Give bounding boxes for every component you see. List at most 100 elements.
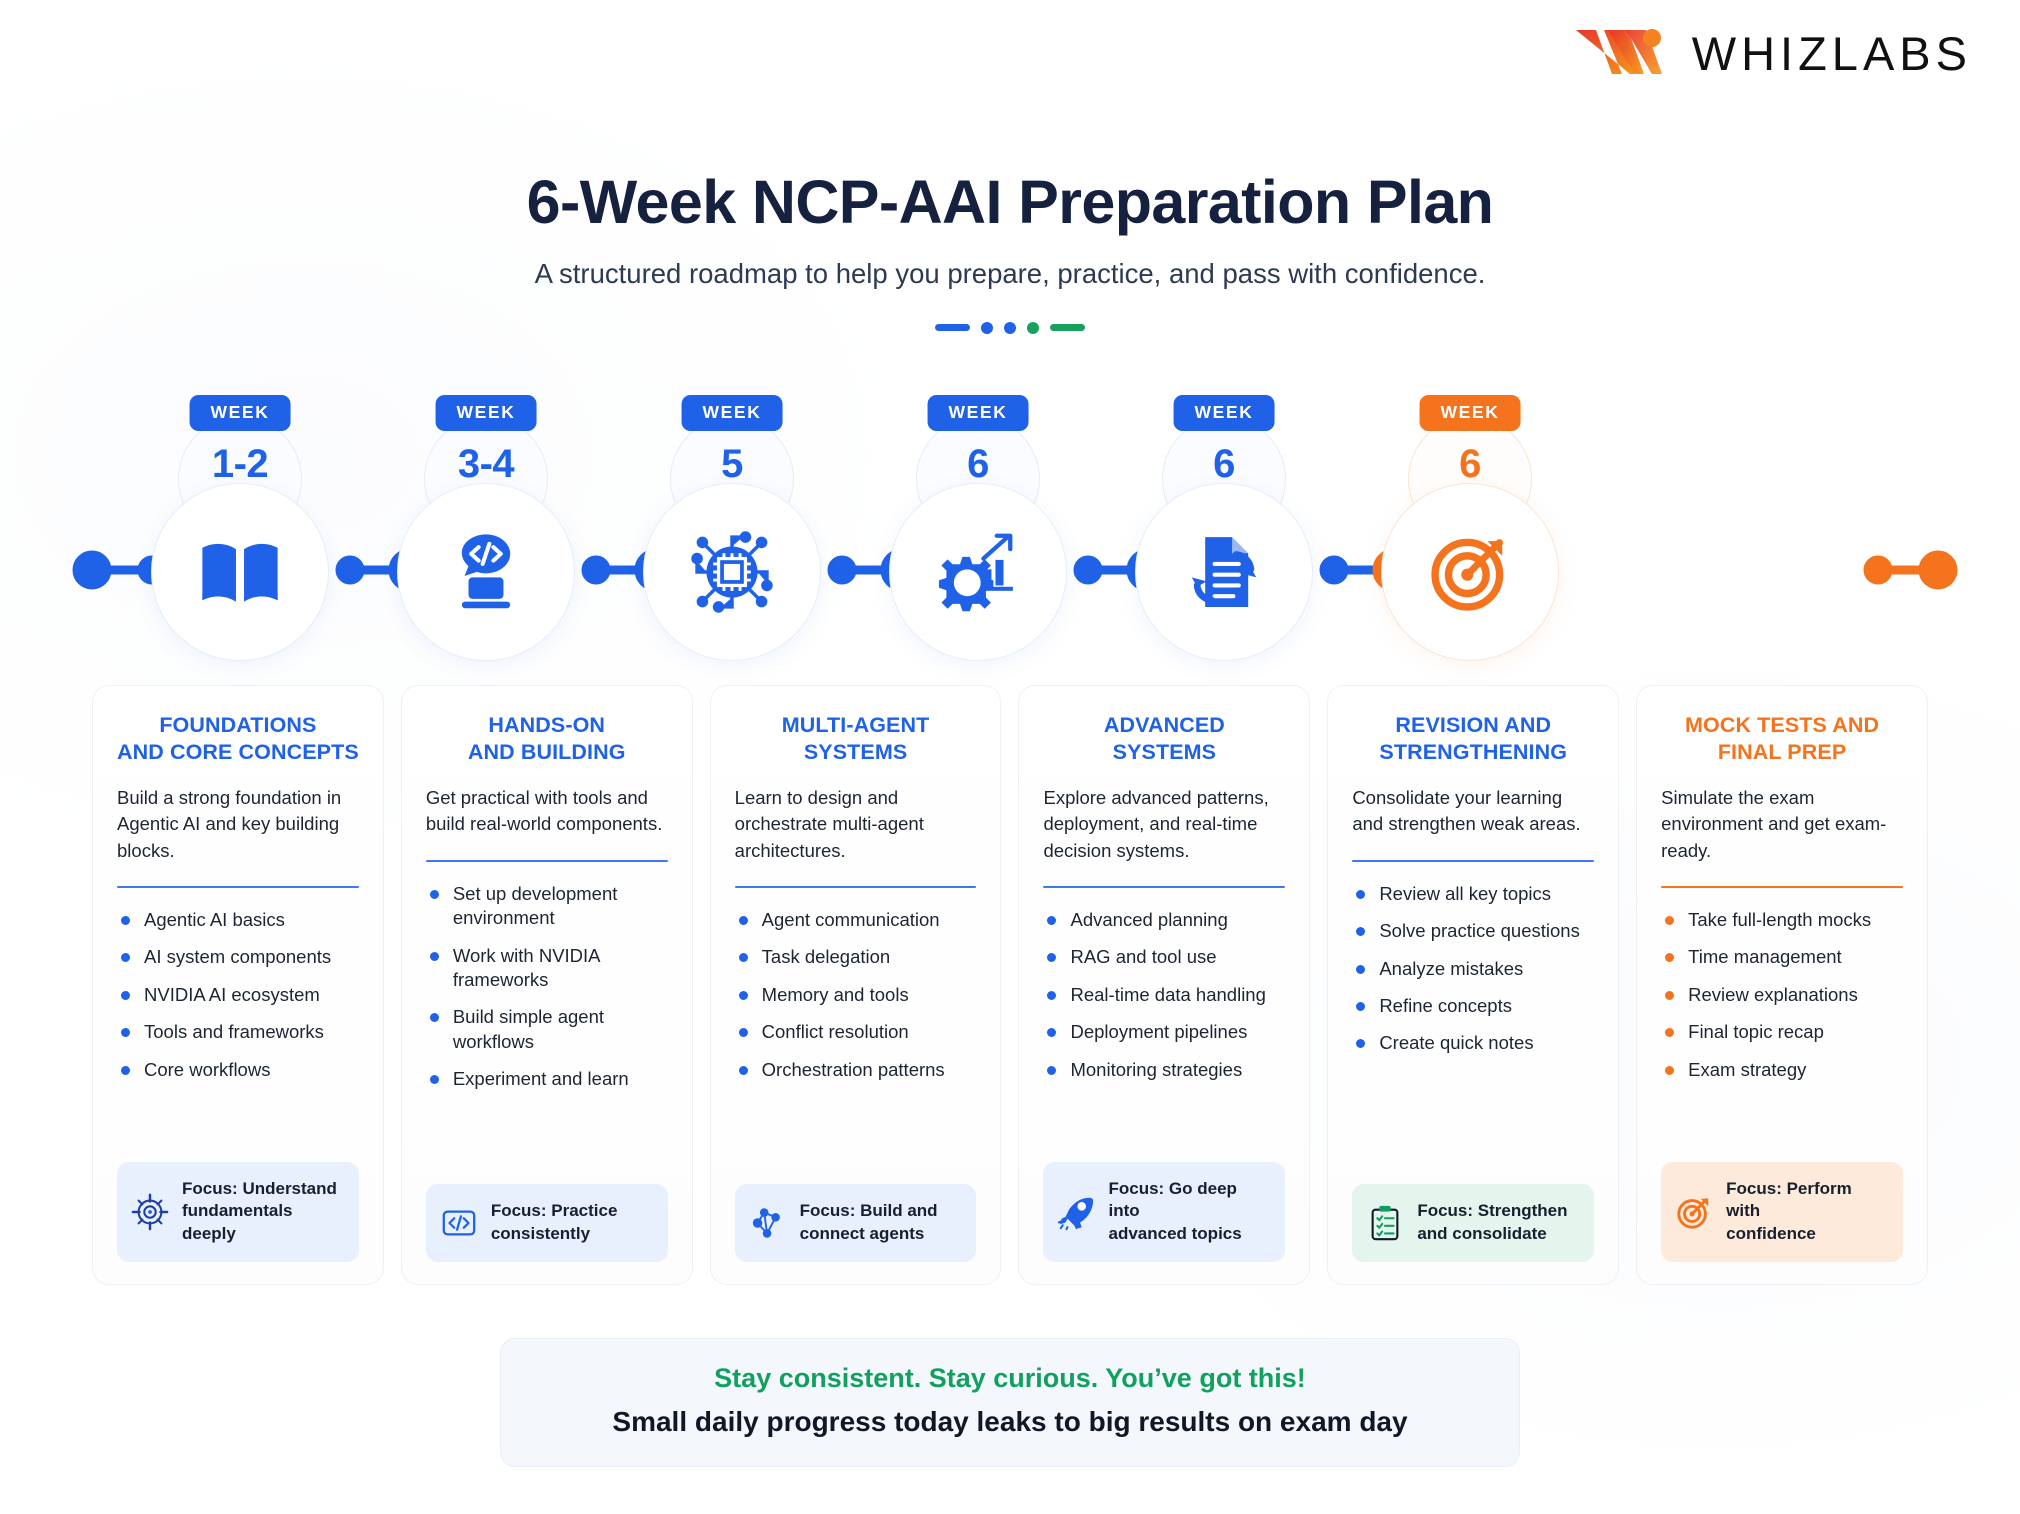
list-item: Deployment pipelines: [1043, 1020, 1285, 1044]
page-subtitle: A structured roadmap to help you prepare…: [534, 257, 1486, 289]
list-item: Agent communication: [735, 908, 977, 932]
list-item: Take full-length mocks: [1661, 908, 1903, 932]
brand-name: WHIZLABS: [1691, 26, 1972, 80]
focus-line2: confidence: [1726, 1224, 1816, 1244]
focus-line1: Focus: Go deep into: [1108, 1178, 1237, 1221]
card-bullet-list: Advanced planning RAG and tool use Real-…: [1043, 908, 1285, 1095]
card-foundations[interactable]: FOUNDATIONS AND CORE CONCEPTS Build a st…: [92, 685, 384, 1285]
week-number: 3-4: [457, 442, 515, 486]
list-item: Exam strategy: [1661, 1058, 1903, 1082]
card-title-line2: SYSTEMS: [803, 740, 908, 765]
week-number: 6: [1213, 442, 1235, 486]
list-item: Core workflows: [117, 1058, 359, 1082]
list-item: Review explanations: [1661, 983, 1903, 1007]
card-title: MULTI-AGENT SYSTEMS: [735, 712, 977, 766]
node-icon-circle: [889, 483, 1067, 661]
divider-dot-2: [1004, 321, 1016, 334]
week-badge-label: WEEK: [681, 395, 783, 431]
focus-box: Focus: Go deep into advanced topics: [1043, 1161, 1286, 1262]
list-item: Tools and frameworks: [117, 1020, 359, 1044]
card-title-line1: MOCK TESTS AND: [1685, 713, 1880, 737]
card-title-line1: REVISION AND: [1395, 713, 1552, 737]
list-item: Advanced planning: [1043, 908, 1285, 932]
list-item: Refine concepts: [1352, 994, 1594, 1018]
list-item: Final topic recap: [1661, 1020, 1903, 1044]
card-description: Build a strong foundation in Agentic AI …: [117, 787, 342, 861]
code-laptop-icon: [461, 534, 511, 609]
card-divider: [425, 859, 668, 862]
week-badge-label: WEEK: [1419, 395, 1521, 431]
brand-logo: WHIZLABS: [1574, 24, 1972, 82]
focus-line2: and consolidate: [1417, 1224, 1547, 1244]
code-brackets-icon: [442, 1210, 476, 1236]
card-hands-on[interactable]: HANDS-ON AND BUILDING Get practical with…: [400, 685, 693, 1285]
focus-box: Focus: Strengthen and consolidate: [1352, 1184, 1595, 1262]
divider-dash-right: [1050, 324, 1085, 332]
list-item: Memory and tools: [735, 983, 977, 1007]
node-icon-circle: [151, 483, 329, 661]
focus-text: Focus: Build and connect agents: [800, 1200, 938, 1246]
timeline-node-1[interactable]: WEEK 1-2: [130, 395, 350, 665]
card-title-line2: AND BUILDING: [467, 740, 626, 765]
focus-line1: Focus: Practice: [490, 1201, 618, 1221]
card-bullet-list: Take full-length mocks Time management R…: [1661, 908, 1903, 1095]
divider-dot-3: [1027, 321, 1039, 334]
timeline-node-4[interactable]: WEEK 6: [868, 395, 1088, 665]
focus-line2: fundamentals deeply: [182, 1201, 293, 1244]
timeline: WEEK 1-2 WEEK 3-4: [0, 395, 2020, 665]
document-refresh-icon: [1191, 537, 1257, 607]
week-number: 6: [1459, 442, 1481, 486]
card-divider: [1043, 885, 1286, 888]
list-item: Time management: [1661, 945, 1903, 969]
card-advanced[interactable]: ADVANCED SYSTEMS Explore advanced patter…: [1018, 685, 1311, 1285]
focus-box: Focus: Understand fundamentals deeply: [117, 1161, 359, 1262]
card-revision[interactable]: REVISION AND STRENGTHENING Consolidate y…: [1327, 685, 1620, 1285]
focus-line2: consistently: [490, 1224, 591, 1244]
gear-growth-icon: [938, 533, 1013, 612]
card-title-line2: STRENGTHENING: [1379, 740, 1568, 765]
focus-line1: Focus: Perform with: [1726, 1178, 1852, 1221]
divider-dot-1: [981, 321, 993, 334]
list-item: Conflict resolution: [735, 1020, 977, 1044]
list-item: NVIDIA AI ecosystem: [117, 983, 359, 1007]
list-item: Create quick notes: [1352, 1031, 1594, 1055]
rocket-icon: [1058, 1197, 1094, 1230]
week-number: 1-2: [211, 442, 269, 486]
cards-row: FOUNDATIONS AND CORE CONCEPTS Build a st…: [92, 685, 1928, 1285]
crosshair-target-icon: [131, 1193, 169, 1231]
focus-box: Focus: Perform with confidence: [1661, 1161, 1903, 1262]
card-divider: [117, 885, 359, 888]
timeline-node-3[interactable]: WEEK 5: [622, 395, 842, 665]
timeline-node-2[interactable]: WEEK 3-4: [376, 395, 596, 665]
card-mock-tests[interactable]: MOCK TESTS AND FINAL PREP Simulate the e…: [1636, 685, 1928, 1285]
node-icon-circle: [1381, 483, 1559, 661]
focus-text: Focus: Strengthen and consolidate: [1417, 1200, 1567, 1246]
focus-line1: Focus: Strengthen: [1417, 1201, 1568, 1221]
week-badge-label: WEEK: [1173, 395, 1275, 431]
card-divider: [1352, 859, 1595, 862]
clipboard-checklist-icon: [1371, 1206, 1399, 1241]
card-title-line1: HANDS-ON: [488, 713, 606, 737]
list-item: Experiment and learn: [426, 1067, 668, 1091]
header-divider: [0, 321, 2020, 334]
footer-message: Small daily progress today leaks to big …: [612, 1406, 1408, 1437]
target-arrow-icon: [1431, 538, 1504, 611]
card-title: HANDS-ON AND BUILDING: [426, 712, 668, 766]
card-title-line2: AND CORE CONCEPTS: [117, 740, 359, 765]
timeline-node-5[interactable]: WEEK 6: [1114, 395, 1334, 665]
card-bullet-list: Agentic AI basics AI system components N…: [117, 908, 359, 1095]
week-number: 6: [967, 442, 989, 486]
card-title: REVISION AND STRENGTHENING: [1352, 712, 1594, 766]
list-item: Task delegation: [735, 945, 977, 969]
whizlabs-w-logo-icon: [1575, 29, 1662, 74]
focus-line1: Focus: Understand: [182, 1178, 337, 1198]
card-divider: [734, 885, 977, 888]
card-title-line1: MULTI-AGENT: [781, 713, 930, 737]
timeline-node-6[interactable]: WEEK 6: [1360, 395, 1580, 665]
card-title-line1: FOUNDATIONS: [159, 713, 317, 737]
card-multi-agent[interactable]: MULTI-AGENT SYSTEMS Learn to design and …: [709, 685, 1002, 1285]
network-nodes-icon: [752, 1208, 780, 1238]
focus-line2: advanced topics: [1108, 1224, 1242, 1244]
list-item: Work with NVIDIA frameworks: [426, 944, 668, 993]
